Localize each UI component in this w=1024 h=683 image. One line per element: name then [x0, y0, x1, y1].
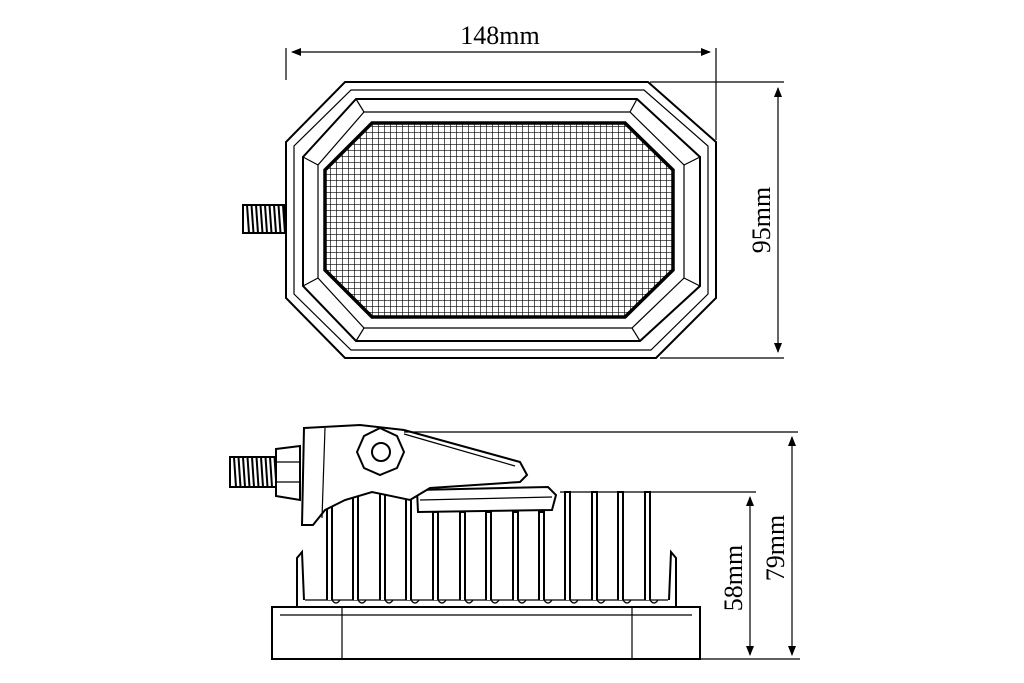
fin [459, 511, 474, 604]
fin [644, 491, 659, 604]
fin [512, 511, 527, 604]
fin [432, 511, 447, 604]
fin [352, 491, 367, 604]
bolt-hole [371, 442, 391, 462]
bolt-thread-front [242, 204, 286, 234]
lens-grid [323, 121, 675, 319]
fin [617, 491, 632, 604]
base-plate [271, 606, 701, 660]
housing-outer [285, 81, 717, 359]
housing-inner-rim [293, 89, 709, 351]
cooling-fins [326, 491, 659, 604]
depth-total-label: 79mm [761, 515, 790, 581]
fin [485, 511, 500, 604]
depth-body-label: 58mm [719, 545, 748, 611]
fin [564, 491, 579, 604]
fin [326, 504, 341, 604]
front-view: 148mm 95mm [242, 21, 784, 359]
cover-plate [415, 485, 558, 514]
fin [379, 491, 394, 604]
fin [591, 491, 606, 604]
height-label: 95mm [747, 187, 776, 253]
side-view: 58mm 79mm [229, 423, 800, 660]
bolt-thread-side [229, 444, 301, 502]
fin [538, 511, 553, 604]
width-label: 148mm [460, 21, 539, 50]
